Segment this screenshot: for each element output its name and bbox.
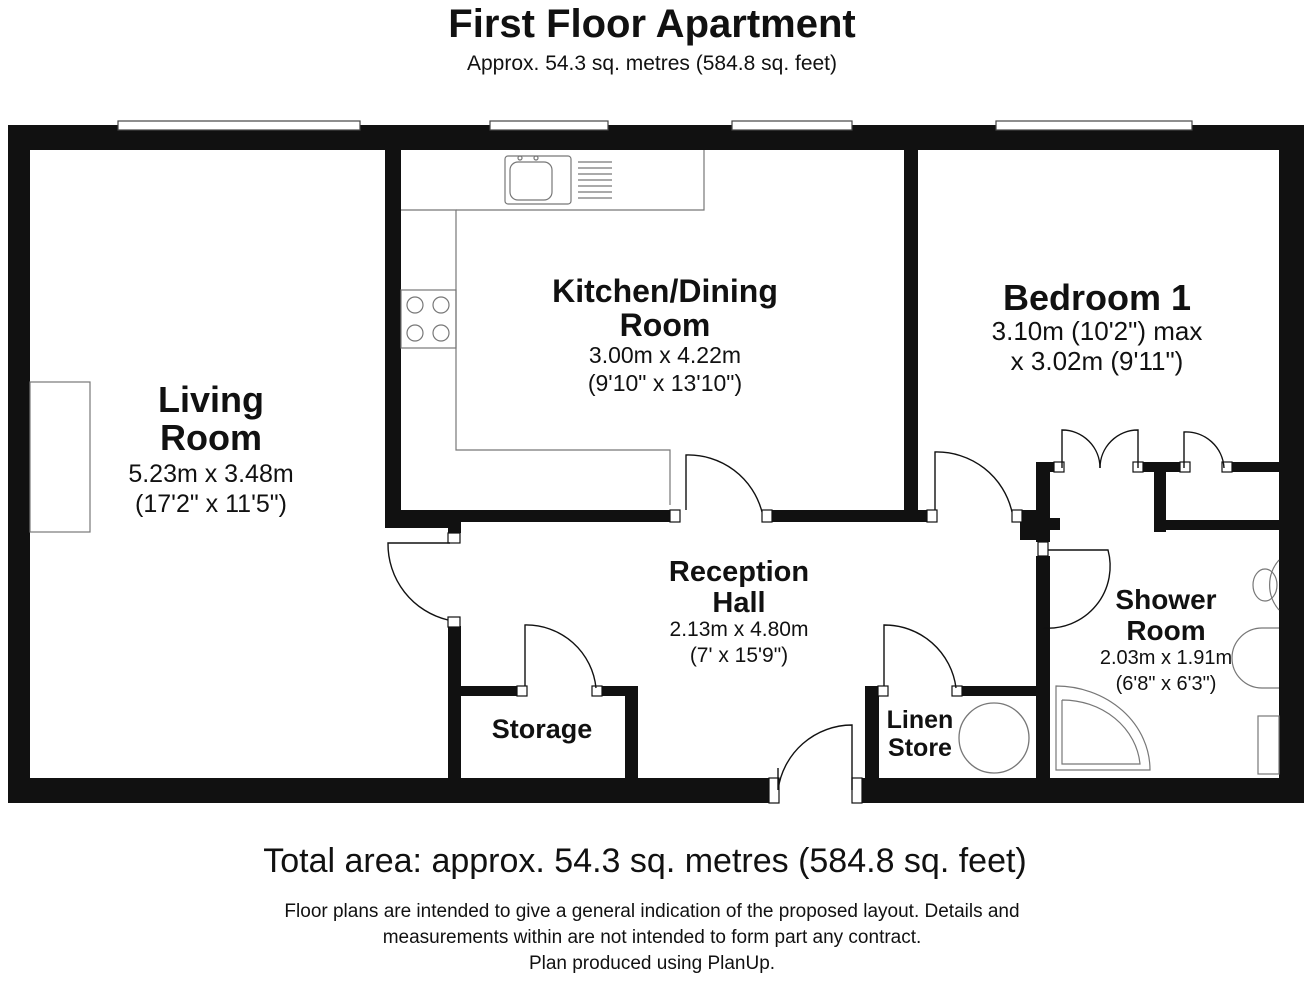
total-area: Total area: approx. 54.3 sq. metres (584…	[263, 842, 1027, 880]
outer-walls	[8, 125, 1304, 803]
kitchen-fixtures	[400, 150, 705, 505]
svg-text:Room: Room	[160, 417, 262, 458]
door-swings	[387, 429, 1225, 791]
svg-text:Reception: Reception	[669, 556, 809, 588]
basin-icon	[1269, 559, 1280, 611]
wardrobe-door-3	[1183, 431, 1225, 469]
linen-door	[883, 624, 957, 689]
plan-subtitle: Approx. 54.3 sq. metres (584.8 sq. feet)	[466, 52, 838, 75]
disclaimer-line-3: Plan produced using PlanUp.	[528, 953, 776, 974]
svg-text:(9'10" x 13'10"): (9'10" x 13'10")	[588, 370, 742, 396]
svg-text:Shower: Shower	[1115, 584, 1216, 615]
window-bedroom	[995, 120, 1193, 131]
shower-room-fixtures	[1055, 559, 1280, 775]
hob-icon	[400, 289, 457, 349]
shower-door	[1043, 549, 1111, 629]
svg-text:2.13m x 4.80m: 2.13m x 4.80m	[670, 618, 809, 641]
disclaimer-line-2: measurements within are not intended to …	[382, 927, 922, 948]
svg-text:(7' x 15'9"): (7' x 15'9")	[690, 644, 788, 667]
room-label-hall: Reception Hall 2.13m x 4.80m (7' x 15'9"…	[669, 556, 809, 667]
room-label-shower: Shower Room 2.03m x 1.91m (6'8" x 6'3")	[1100, 584, 1232, 695]
window-living	[117, 120, 361, 131]
bedroom-door	[934, 451, 1013, 513]
svg-text:3.10m (10'2") max: 3.10m (10'2") max	[992, 316, 1203, 346]
disclaimer-line-1: Floor plans are intended to give a gener…	[284, 901, 1020, 922]
toilet-icon	[1231, 627, 1279, 689]
interior-walls	[385, 140, 1286, 786]
svg-text:Room: Room	[620, 307, 711, 343]
cylinder-icon	[958, 702, 1030, 774]
room-label-linen: Linen Store	[887, 706, 954, 762]
svg-text:2.03m x 1.91m: 2.03m x 1.91m	[1100, 647, 1232, 669]
fireplace-icon	[29, 381, 91, 533]
shower-tray-icon	[1055, 685, 1151, 771]
plan-title: First Floor Apartment	[448, 2, 856, 46]
storage-door	[524, 624, 597, 689]
wardrobe-door-2	[1099, 429, 1139, 469]
room-label-living: Living Room 5.23m x 3.48m (17'2" x 11'5"…	[128, 379, 293, 518]
window-kitchen-right	[731, 120, 853, 131]
living-door	[387, 542, 450, 621]
svg-text:5.23m x 3.48m: 5.23m x 3.48m	[128, 460, 293, 488]
sink-icon	[504, 155, 572, 205]
room-label-kitchen: Kitchen/Dining Room 3.00m x 4.22m (9'10"…	[552, 273, 778, 396]
room-label-bedroom: Bedroom 1 3.10m (10'2") max x 3.02m (9'1…	[992, 277, 1203, 376]
svg-text:Living: Living	[158, 379, 264, 420]
room-label-storage: Storage	[492, 714, 593, 744]
svg-text:Store: Store	[888, 734, 952, 762]
svg-text:(17'2" x 11'5"): (17'2" x 11'5")	[135, 490, 287, 518]
windows	[117, 120, 1193, 131]
svg-text:Bedroom 1: Bedroom 1	[1003, 277, 1191, 318]
wardrobe-door-1	[1061, 429, 1101, 469]
svg-text:3.00m x 4.22m: 3.00m x 4.22m	[589, 342, 741, 368]
svg-text:x 3.02m (9'11"): x 3.02m (9'11")	[1011, 346, 1184, 376]
kitchen-door	[685, 454, 763, 513]
svg-text:Room: Room	[1126, 615, 1205, 646]
svg-text:Storage: Storage	[492, 714, 593, 744]
svg-text:Linen: Linen	[887, 706, 954, 734]
svg-text:(6'8" x 6'3"): (6'8" x 6'3")	[1116, 673, 1217, 695]
svg-text:Kitchen/Dining: Kitchen/Dining	[552, 273, 778, 309]
svg-text:Hall: Hall	[712, 587, 765, 619]
entrance-door	[777, 724, 853, 791]
window-kitchen-left	[489, 120, 609, 131]
door-jambs	[447, 461, 1233, 804]
drainer-icon	[578, 161, 612, 199]
